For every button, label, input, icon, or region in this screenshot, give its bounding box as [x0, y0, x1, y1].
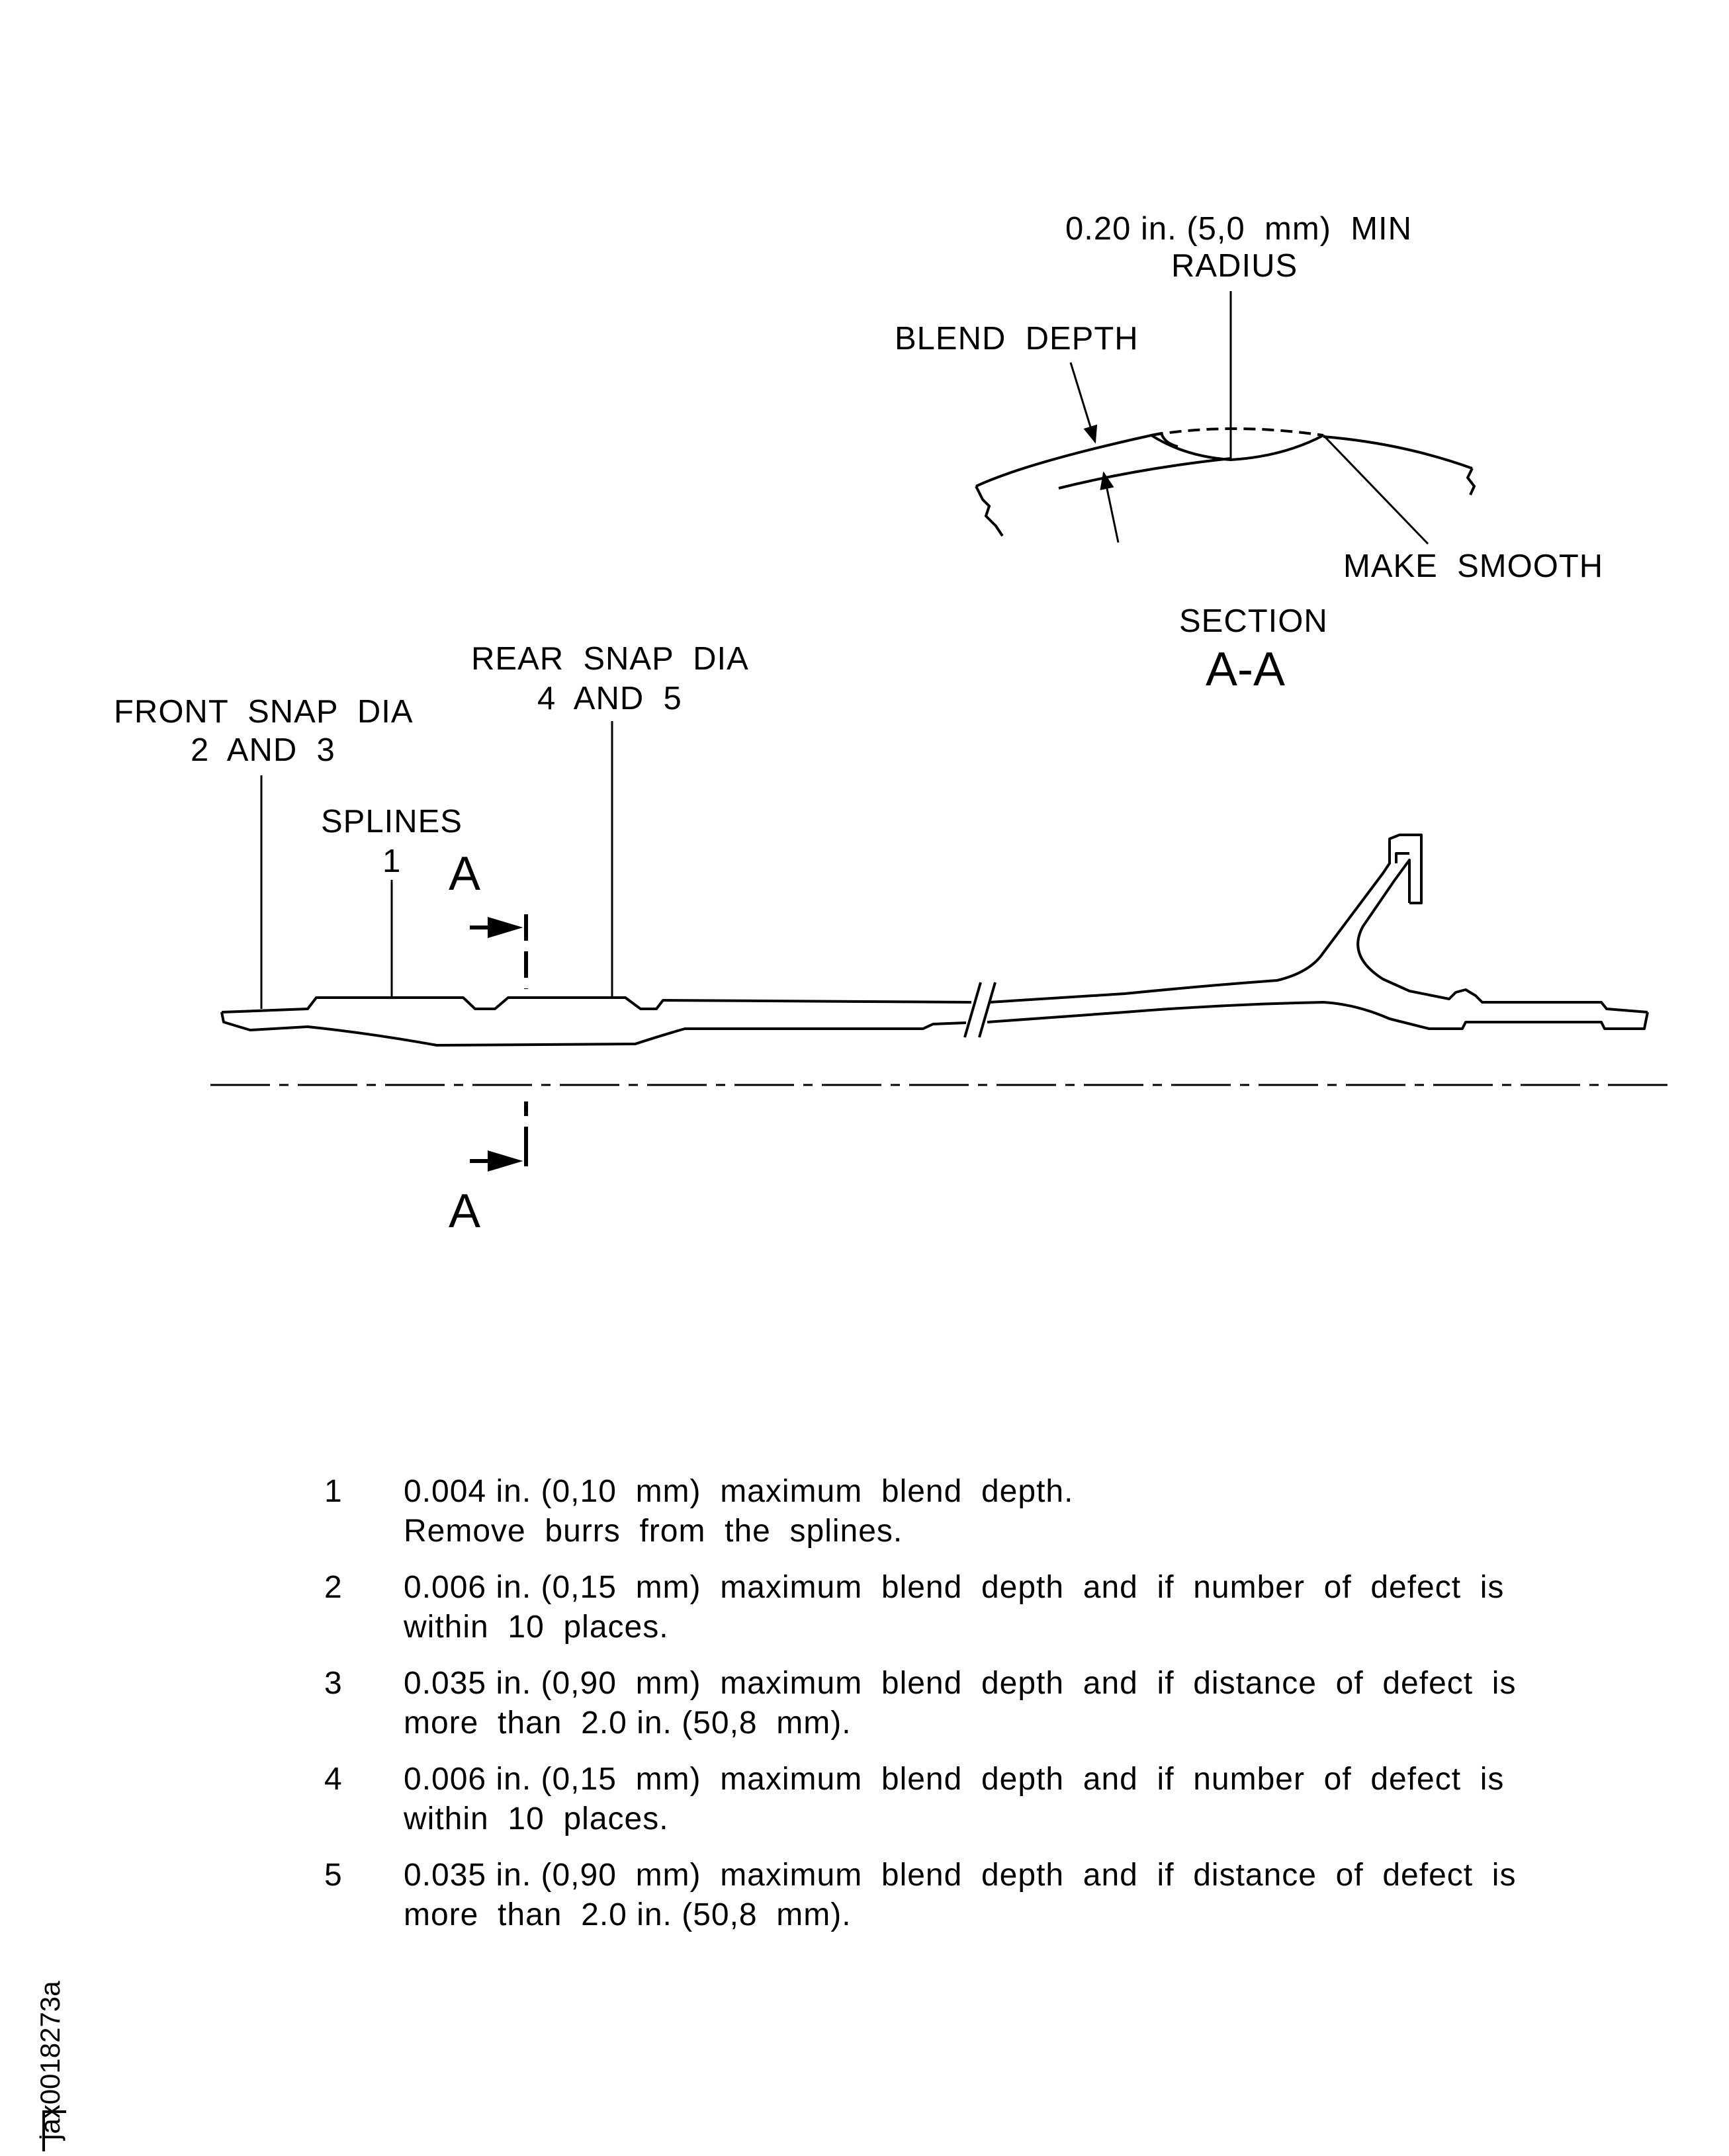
note-item: 5 0.035 in. (0,90 mm) maximum blend dept… — [324, 1856, 1548, 1935]
radius-label-line1: 0.20 in. (5,0 mm) MIN — [1065, 211, 1412, 247]
shaft-inner-profile-right — [987, 1001, 1649, 1030]
note-number: 2 — [324, 1570, 343, 1605]
note-line: within 10 places. — [404, 1801, 669, 1836]
note-number: 1 — [324, 1474, 343, 1509]
note-item: 3 0.035 in. (0,90 mm) maximum blend dept… — [324, 1664, 1548, 1743]
section-cut-marker — [470, 914, 528, 1174]
notes-list: 1 0.004 in. (0,10 mm) maximum blend dept… — [324, 1472, 1548, 1952]
note-line: within 10 places. — [404, 1610, 669, 1645]
shaft-profile — [220, 834, 1649, 1047]
note-line: Remove burrs from the splines. — [404, 1514, 903, 1549]
note-item: 1 0.004 in. (0,10 mm) maximum blend dept… — [324, 1472, 1548, 1551]
corner-bracket-icon — [42, 2110, 66, 2151]
front-snap-label-line2: 2 AND 3 — [191, 732, 335, 768]
flange-inner-edge — [1356, 859, 1648, 1013]
break-line-2 — [978, 982, 997, 1038]
section-id: A-A — [1206, 643, 1285, 696]
section-break-left — [975, 486, 1004, 537]
note-text: 0.004 in. (0,10 mm) maximum blend depth.… — [404, 1472, 1548, 1551]
note-number: 3 — [324, 1666, 343, 1701]
note-text: 0.035 in. (0,90 mm) maximum blend depth … — [404, 1664, 1548, 1743]
section-aa-detail — [975, 291, 1476, 545]
section-word: SECTION — [1179, 603, 1328, 639]
make-smooth-label: MAKE SMOOTH — [1343, 548, 1603, 584]
rear-snap-label-line2: 4 AND 5 — [537, 681, 682, 716]
front-snap-label-line1: FRONT SNAP DIA — [114, 694, 414, 730]
shaft-outer-profile-right — [989, 834, 1423, 1004]
splines-label-line2: 1 — [382, 843, 401, 879]
break-line-1 — [963, 982, 982, 1038]
note-line: 0.004 in. (0,10 mm) maximum blend depth. — [404, 1474, 1074, 1509]
shaft-inner-profile-left — [220, 1012, 967, 1047]
note-item: 2 0.006 in. (0,15 mm) maximum blend dept… — [324, 1568, 1548, 1647]
shaft-outer-profile — [221, 996, 972, 1013]
blend-depth-arrow-top — [1069, 362, 1098, 444]
section-inner-surface — [1058, 457, 1231, 490]
section-outer-surface-right — [1323, 435, 1473, 470]
cut-arrow-top-icon — [470, 916, 523, 939]
blend-depth-label: BLEND DEPTH — [895, 321, 1139, 357]
note-text: 0.035 in. (0,90 mm) maximum blend depth … — [404, 1856, 1548, 1935]
note-line: more than 2.0 in. (50,8 mm). — [404, 1897, 852, 1932]
note-line: more than 2.0 in. (50,8 mm). — [404, 1705, 852, 1741]
section-outer-surface — [975, 431, 1178, 488]
note-item: 4 0.006 in. (0,15 mm) maximum blend dept… — [324, 1760, 1548, 1839]
cut-arrow-bottom-icon — [470, 1150, 523, 1172]
cut-marker-bottom-label: A — [449, 1185, 480, 1238]
radius-label-line2: RADIUS — [1171, 248, 1298, 284]
note-number: 4 — [324, 1762, 343, 1797]
note-text: 0.006 in. (0,15 mm) maximum blend depth … — [404, 1760, 1548, 1839]
section-break-right — [1466, 468, 1476, 496]
note-text: 0.006 in. (0,15 mm) maximum blend depth … — [404, 1568, 1548, 1647]
figure-id: jax0018273a — [34, 1981, 66, 2140]
note-number: 5 — [324, 1858, 343, 1893]
splines-label-line1: SPLINES — [321, 804, 463, 840]
note-line: 0.006 in. (0,15 mm) maximum blend depth … — [404, 1762, 1505, 1797]
original-contour-dashed — [1151, 427, 1324, 437]
note-line: 0.006 in. (0,15 mm) maximum blend depth … — [404, 1570, 1505, 1605]
part-leaders — [260, 721, 613, 1009]
rear-snap-label-line1: REAR SNAP DIA — [471, 641, 749, 677]
cut-marker-top-label: A — [449, 847, 480, 900]
flange-lip — [1395, 852, 1409, 863]
note-line: 0.035 in. (0,90 mm) maximum blend depth … — [404, 1858, 1517, 1893]
blend-depth-arrow-bottom — [1100, 471, 1120, 543]
note-line: 0.035 in. (0,90 mm) maximum blend depth … — [404, 1666, 1517, 1701]
blend-scallop — [1150, 434, 1324, 462]
make-smooth-leader — [1322, 434, 1429, 545]
